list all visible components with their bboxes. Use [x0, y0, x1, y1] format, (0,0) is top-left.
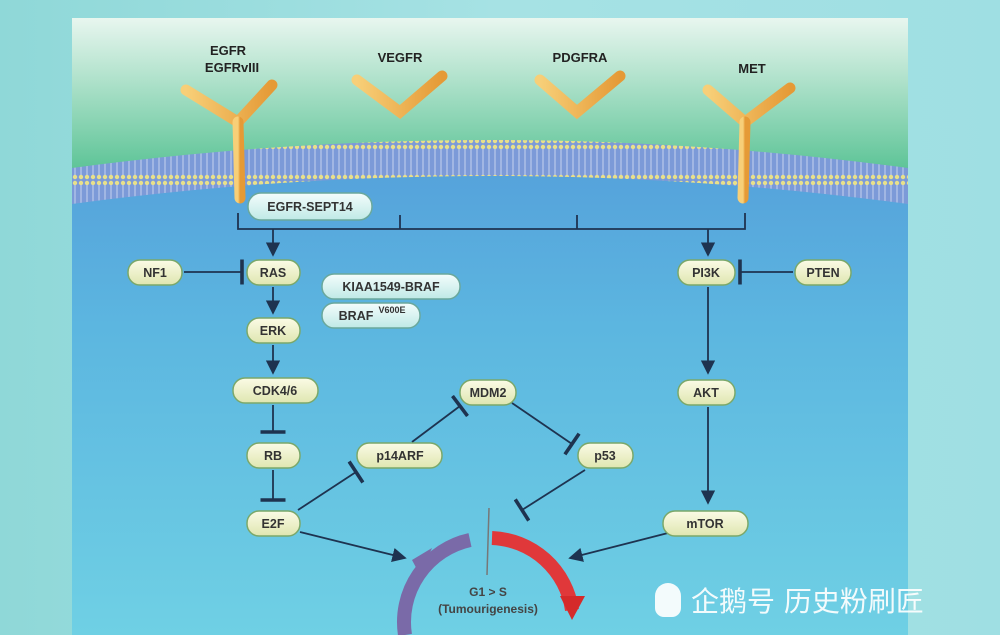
watermark: 企鹅号 历史粉刷匠 [655, 580, 924, 620]
svg-text:MDM2: MDM2 [470, 386, 507, 400]
penguin-icon [655, 583, 681, 617]
node-akt: AKT [677, 379, 736, 406]
receptor-pdgfra [534, 70, 626, 198]
receptor-met [702, 82, 796, 204]
node-pten: PTEN [794, 259, 852, 286]
label-egfrviii: EGFRvIII [205, 60, 259, 75]
node-p53: p53 [577, 442, 634, 469]
node-nf1: NF1 [127, 259, 183, 286]
receptor-vegfr [351, 70, 448, 198]
svg-text:PTEN: PTEN [806, 266, 839, 280]
node-rb: RB [246, 442, 301, 469]
node-erk: ERK [246, 317, 301, 344]
cell-cycle-outcome: (Tumourigenesis) [438, 602, 538, 616]
mutation-braf-v600e: BRAF V600E [321, 302, 421, 329]
node-e2f: E2F [246, 510, 301, 537]
node-cdk4-6: CDK4/6 [232, 377, 319, 404]
svg-text:mTOR: mTOR [686, 517, 723, 531]
watermark-text: 企鹅号 历史粉刷匠 [691, 585, 924, 618]
label-met: MET [738, 61, 766, 76]
connector-lines [184, 213, 793, 562]
svg-text:EGFR-SEPT14: EGFR-SEPT14 [267, 200, 352, 214]
svg-text:p14ARF: p14ARF [376, 449, 424, 463]
svg-text:NF1: NF1 [143, 266, 167, 280]
node-p14arf: p14ARF [356, 442, 443, 469]
label-pdgfra: PDGFRA [553, 50, 609, 65]
cell-cycle-phase: G1 > S [469, 585, 507, 599]
svg-text:CDK4/6: CDK4/6 [253, 384, 298, 398]
svg-text:PI3K: PI3K [692, 266, 720, 280]
cell-membrane [72, 140, 908, 204]
label-egfr: EGFR [210, 43, 247, 58]
svg-text:ERK: ERK [260, 324, 286, 338]
node-pi3k: PI3K [677, 259, 736, 286]
cell-cycle-wheel [397, 507, 585, 635]
receptor-egfr [180, 79, 278, 204]
fusion-kiaa1549-braf: KIAA1549-BRAF [321, 273, 461, 300]
node-ras: RAS [246, 259, 301, 286]
svg-text:E2F: E2F [262, 517, 285, 531]
svg-text:RAS: RAS [260, 266, 286, 280]
svg-text:p53: p53 [594, 449, 616, 463]
svg-text:BRAF: BRAF [339, 309, 374, 323]
svg-text:V600E: V600E [378, 305, 405, 315]
node-mdm2: MDM2 [459, 379, 517, 406]
fusion-egfr-sept14: EGFR-SEPT14 [247, 192, 373, 221]
svg-text:AKT: AKT [693, 386, 719, 400]
extracellular-space [72, 18, 908, 185]
node-mtor: mTOR [662, 510, 749, 537]
label-vegfr: VEGFR [378, 50, 423, 65]
svg-text:KIAA1549-BRAF: KIAA1549-BRAF [342, 280, 440, 294]
svg-text:RB: RB [264, 449, 282, 463]
